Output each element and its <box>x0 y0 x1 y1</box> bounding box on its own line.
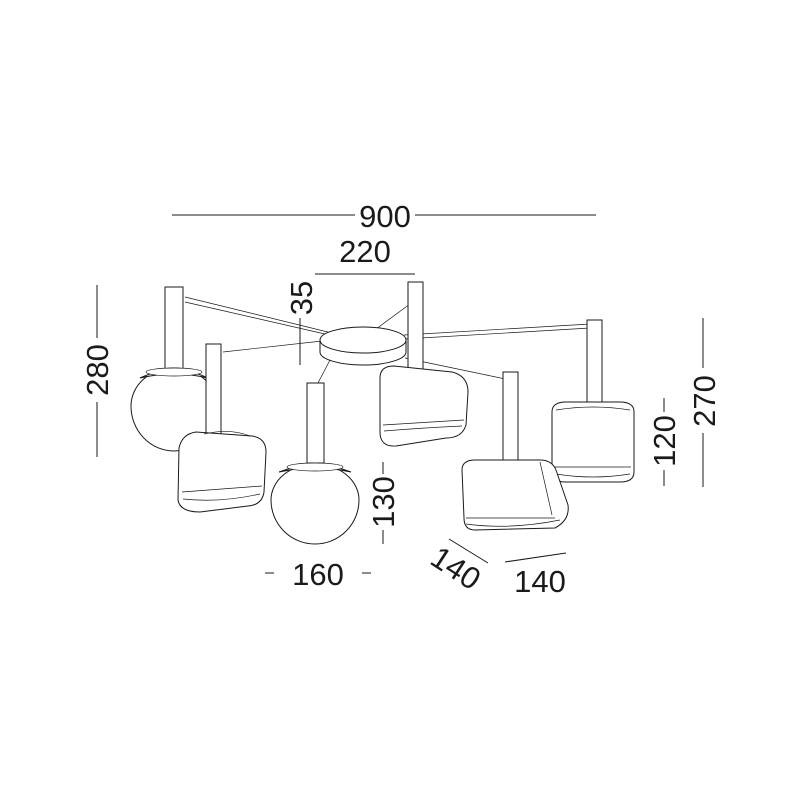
cube-pendant-front-left <box>177 343 267 513</box>
globe-diameter-label: 160 <box>292 557 344 592</box>
globe-pendant-left <box>130 286 218 452</box>
left-height-label: 280 <box>80 344 115 396</box>
dimension-lines <box>96 214 704 574</box>
overall-width-label: 900 <box>359 199 411 234</box>
cube-depth-label: 140 <box>424 539 486 597</box>
right-shade-height-label: 120 <box>647 415 682 467</box>
triangle-pendant-back-center <box>379 281 469 447</box>
canopy-width-label: 220 <box>339 234 391 269</box>
globe-pendant-center <box>270 382 360 545</box>
cube-pendant-front-right <box>461 371 569 531</box>
cube-width-label: 140 <box>514 564 566 599</box>
canopy <box>319 326 407 366</box>
right-height-label: 270 <box>687 375 722 427</box>
cylinder-pendant-right <box>551 319 635 483</box>
center-shade-height-label: 130 <box>366 476 401 528</box>
canopy-height-label: 35 <box>284 281 319 315</box>
